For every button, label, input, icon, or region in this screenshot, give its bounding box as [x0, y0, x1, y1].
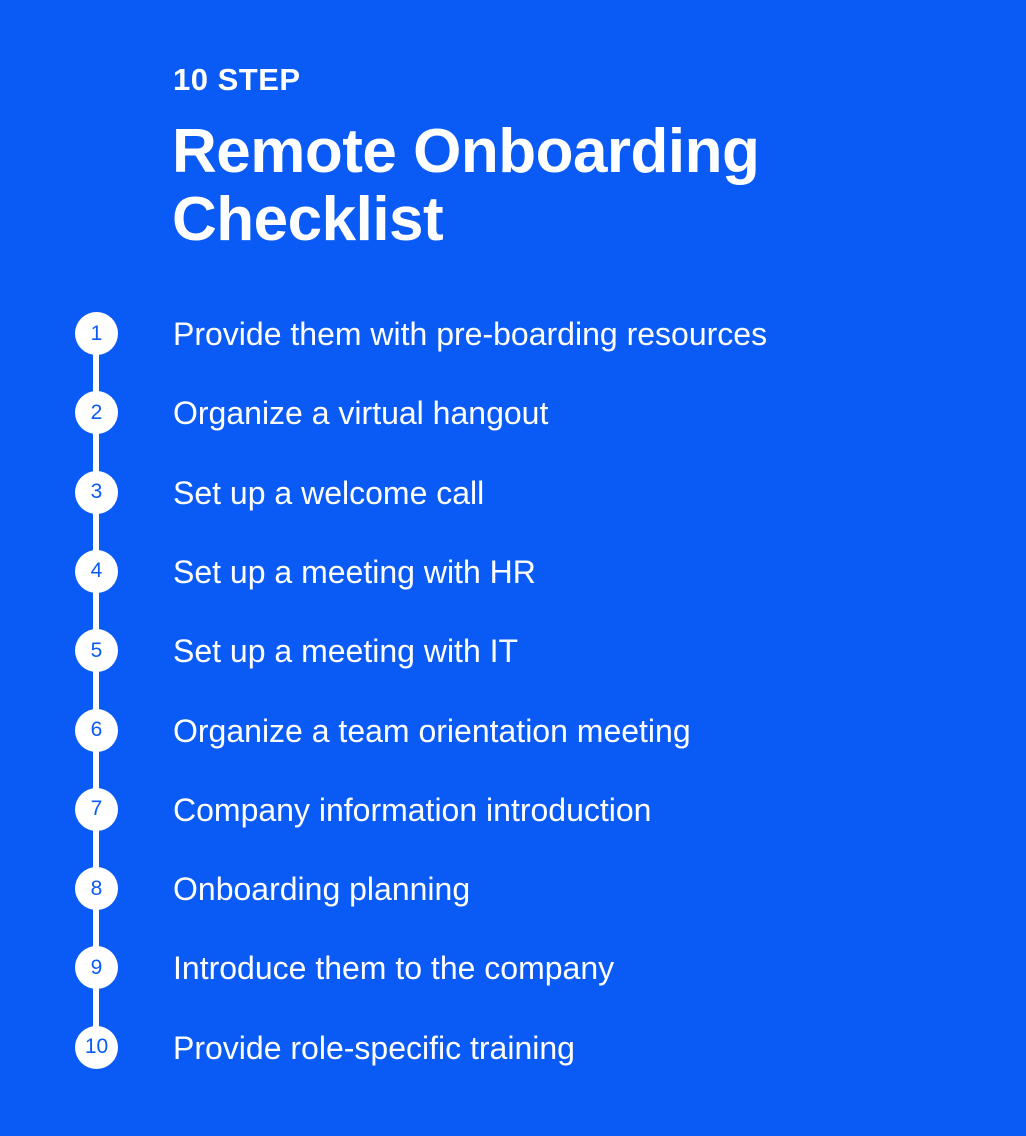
step-label: Onboarding planning	[173, 871, 471, 908]
checklist-item: 5 Set up a meeting with IT	[0, 629, 1026, 673]
step-number-badge: 3	[75, 470, 118, 514]
step-label: Set up a meeting with HR	[173, 553, 536, 590]
step-number-badge: 9	[75, 946, 118, 990]
step-number-badge: 10	[75, 1025, 118, 1069]
step-number-badge: 2	[75, 391, 118, 435]
step-label: Organize a team orientation meeting	[173, 712, 691, 749]
step-label: Introduce them to the company	[173, 950, 615, 987]
title-line-2: Checklist	[172, 185, 444, 254]
checklist-item: 2 Organize a virtual hangout	[0, 391, 1026, 435]
step-number-badge: 7	[75, 787, 118, 831]
step-label: Company information introduction	[173, 791, 652, 828]
step-number-badge: 5	[75, 629, 118, 673]
step-label: Provide role-specific training	[173, 1029, 575, 1066]
step-number-badge: 8	[75, 867, 118, 911]
timeline-connector	[93, 333, 99, 1047]
checklist-item: 9 Introduce them to the company	[0, 946, 1026, 990]
title-line-1: Remote Onboarding	[172, 117, 760, 186]
checklist-item: 7 Company information introduction	[0, 787, 1026, 832]
step-number-badge: 4	[75, 549, 118, 593]
checklist-item: 3 Set up a welcome call	[0, 470, 1026, 515]
step-number-badge: 6	[75, 708, 118, 752]
step-label: Provide them with pre-boarding resources	[173, 316, 768, 352]
step-label: Organize a virtual hangout	[173, 395, 549, 432]
step-label: Set up a welcome call	[173, 474, 485, 511]
checklist-item: 6 Organize a team orientation meeting	[0, 708, 1026, 753]
checklist-item: 10 Provide role-specific training	[0, 1025, 1026, 1070]
page-title: Remote Onboarding Checklist	[172, 117, 760, 254]
checklist-item: 1 Provide them with pre-boarding resource…	[0, 312, 1026, 356]
step-number-badge: 1	[75, 312, 118, 355]
checklist-item: 4 Set up a meeting with HR	[0, 549, 1026, 594]
eyebrow-label: 10 STEP	[173, 62, 301, 97]
step-label: Set up a meeting with IT	[173, 633, 519, 670]
checklist-item: 8 Onboarding planning	[0, 867, 1026, 911]
